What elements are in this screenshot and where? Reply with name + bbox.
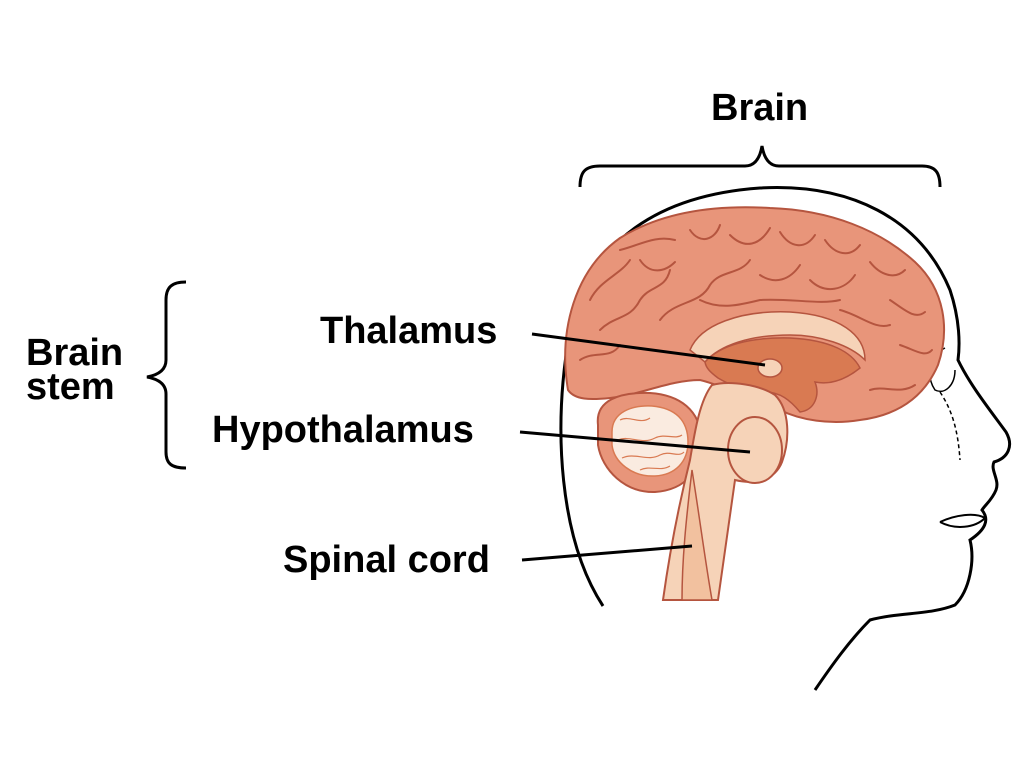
brain-brace — [578, 145, 942, 188]
brain-stem-label-line2: stem — [26, 366, 115, 408]
cortex-folds — [579, 224, 933, 391]
cerebellum-core — [611, 405, 689, 477]
brain-label: Brain — [711, 87, 809, 129]
thalamus-pointer-line — [531, 332, 766, 367]
brain-stem-label-line1: Brain — [26, 332, 124, 374]
hypothalamus-label: Hypothalamus — [212, 409, 474, 451]
spinal-cord-structure — [681, 469, 713, 601]
thalamus-structure — [757, 358, 783, 378]
deep-brain — [704, 337, 861, 413]
spinal-cord-pointer-line — [521, 544, 693, 562]
nose-dashed-line — [939, 391, 961, 461]
brain-stem-label: Brain stem — [26, 332, 146, 408]
corpus-callosum — [689, 311, 866, 364]
hypothalamus-pointer-line — [519, 430, 751, 454]
cerebellum-folds — [617, 417, 685, 471]
thalamus-label: Thalamus — [320, 310, 498, 352]
mouth — [939, 513, 987, 528]
spinal-cord-label: Spinal cord — [283, 539, 490, 581]
brainstem-brace — [146, 280, 187, 470]
